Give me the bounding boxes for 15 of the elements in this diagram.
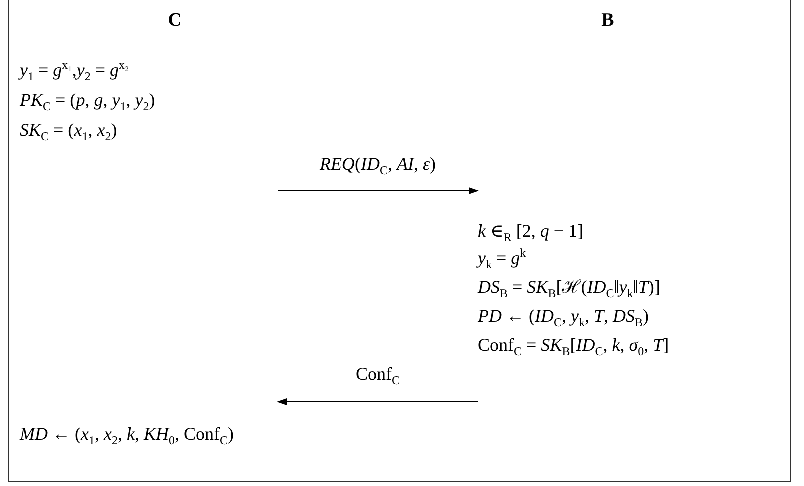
formula-text: DS$_{B}$ = SK$_{B}$[ℋ(ID$_{C}$‖y$_{k}$‖T)] bbox=[478, 277, 660, 299]
formula-text: k ∈$_{R}$ [2, q − 1] bbox=[478, 221, 584, 243]
arrow bbox=[277, 398, 478, 406]
formula-text: SK$_{C}$ = (x$_{1}$, x$_{2}$) bbox=[20, 120, 118, 142]
edge-label: Conf$_{C}$ bbox=[356, 364, 400, 386]
formula-text: PD ← (ID$_{C}$, y$_{k}$, T, DS$_{B}$) bbox=[478, 306, 650, 328]
formula-text: y$_{k}$ = g$^{k}$ bbox=[478, 248, 526, 270]
formula-text: Conf$_{C}$ = SK$_{B}$[ID$_{C}$, k, σ$_{0}$, T] bbox=[478, 335, 670, 357]
formula-text: MD ← (x$_{1}$, x$_{2}$, k, KH$_{0}$, Conf$_{C}$) bbox=[20, 424, 234, 446]
party-heading: C bbox=[168, 10, 182, 32]
arrow bbox=[278, 188, 479, 194]
edge-label: REQ(ID$_{C}$, AI, ε) bbox=[320, 154, 436, 176]
formula-text: y$_{1}$ = g$^{x₁}$,y$_{2}$ = g$^{x₂}$ bbox=[20, 60, 130, 82]
formula-text: PK$_{C}$ = (p, g, y$_{1}$, y$_{2}$) bbox=[20, 90, 156, 112]
party-heading: B bbox=[602, 10, 614, 32]
